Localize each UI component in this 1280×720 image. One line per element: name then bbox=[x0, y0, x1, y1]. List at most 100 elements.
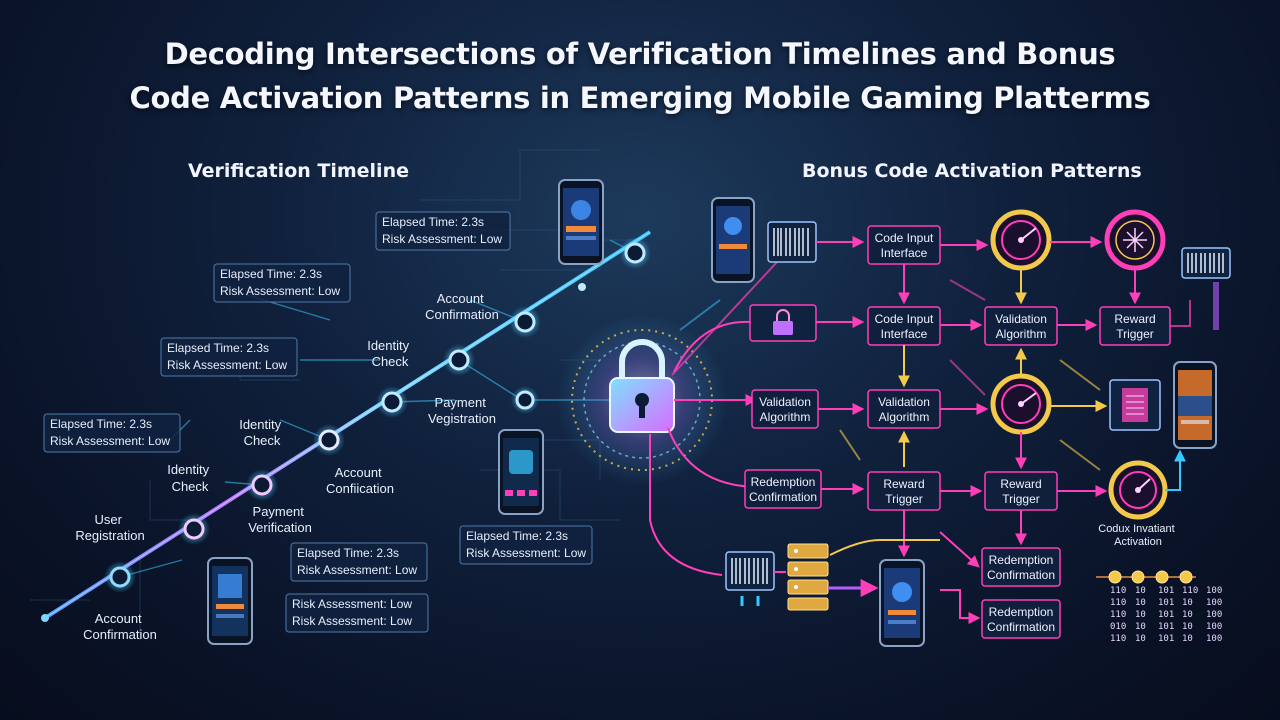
document-icon bbox=[1109, 379, 1161, 431]
binary-cell: 10 bbox=[1135, 610, 1146, 620]
padlock-connectors bbox=[649, 247, 791, 576]
barcode-icon bbox=[725, 551, 775, 606]
main-title-line-2: Code Activation Patterns in Emerging Mob… bbox=[129, 81, 1151, 115]
timeline-label-account-confirmation: Account Confirmation bbox=[425, 291, 499, 322]
binary-cell: 10 bbox=[1135, 586, 1146, 596]
barcode-icon bbox=[1181, 247, 1231, 330]
timeline-label-payment-verification: Payment Verification bbox=[248, 504, 312, 535]
padlock-icon bbox=[749, 304, 817, 342]
timeline-label-identity-check: Identity Check bbox=[239, 417, 285, 448]
bonus-code-section-title: Bonus Code Activation Patterns bbox=[802, 160, 1142, 182]
binary-cell: 101 bbox=[1158, 610, 1174, 620]
phone-icon bbox=[207, 557, 253, 645]
binary-cell: 100 bbox=[1206, 634, 1222, 644]
timeline-node[interactable] bbox=[509, 306, 541, 338]
flow-arrows bbox=[774, 236, 1191, 624]
binary-cell: 110 bbox=[1110, 610, 1126, 620]
timeline-label-identity-check: Identity Check bbox=[167, 462, 213, 494]
target-dial-icon bbox=[990, 209, 1052, 271]
target-dial-icon bbox=[1108, 460, 1168, 520]
binary-cell: 10 bbox=[1135, 622, 1146, 632]
timeline-label-user-registration: User Registration bbox=[75, 512, 144, 543]
binary-cell: 101 bbox=[1158, 586, 1174, 596]
main-title: Decoding Intersections of Verification T… bbox=[0, 32, 1280, 120]
bead-chain bbox=[1096, 570, 1196, 584]
timeline-nodes bbox=[41, 237, 651, 622]
timeline-node[interactable] bbox=[313, 424, 345, 456]
timeline-node[interactable] bbox=[619, 237, 651, 269]
binary-cell: 10 bbox=[1182, 598, 1193, 608]
codux-activation-label: Codux Invatiant Activation bbox=[1098, 523, 1178, 548]
timeline-node[interactable] bbox=[376, 386, 408, 418]
binary-cell: 110 bbox=[1110, 598, 1126, 608]
binary-cell: 110 bbox=[1110, 634, 1126, 644]
binary-cell: 110 bbox=[1110, 586, 1126, 596]
timeline-node[interactable] bbox=[246, 469, 278, 501]
binary-cell: 10 bbox=[1135, 598, 1146, 608]
binary-cell: 110 bbox=[1182, 586, 1198, 596]
target-dial-icon bbox=[1104, 209, 1166, 271]
main-title-line-1: Decoding Intersections of Verification T… bbox=[164, 37, 1116, 71]
binary-cell: 100 bbox=[1206, 622, 1222, 632]
binary-cell: 100 bbox=[1206, 598, 1222, 608]
target-dial-icon bbox=[990, 373, 1052, 435]
server-stack-icon bbox=[787, 543, 829, 611]
timeline-node[interactable] bbox=[178, 513, 210, 545]
timeline-node[interactable] bbox=[443, 344, 475, 376]
binary-cell: 101 bbox=[1158, 634, 1174, 644]
binary-cell: 10 bbox=[1182, 610, 1193, 620]
timeline-node[interactable] bbox=[511, 386, 539, 414]
timeline-label-identity-check: Identity Check bbox=[367, 338, 413, 369]
phone-icon bbox=[1173, 361, 1217, 449]
padlock-icon bbox=[557, 315, 727, 485]
timeline-label-payment-vegistration: Payment Vegistration bbox=[428, 395, 496, 426]
binary-cell: 10 bbox=[1182, 634, 1193, 644]
timeline-node[interactable] bbox=[104, 561, 136, 593]
timeline-label-account-confiication: Account Confiication bbox=[326, 465, 394, 496]
binary-cell: 100 bbox=[1206, 586, 1222, 596]
binary-cell: 010 bbox=[1110, 622, 1126, 632]
barcode-icon bbox=[767, 221, 817, 263]
phone-icon bbox=[558, 179, 604, 265]
phone-icon bbox=[879, 559, 925, 647]
phone-icon bbox=[711, 197, 755, 283]
